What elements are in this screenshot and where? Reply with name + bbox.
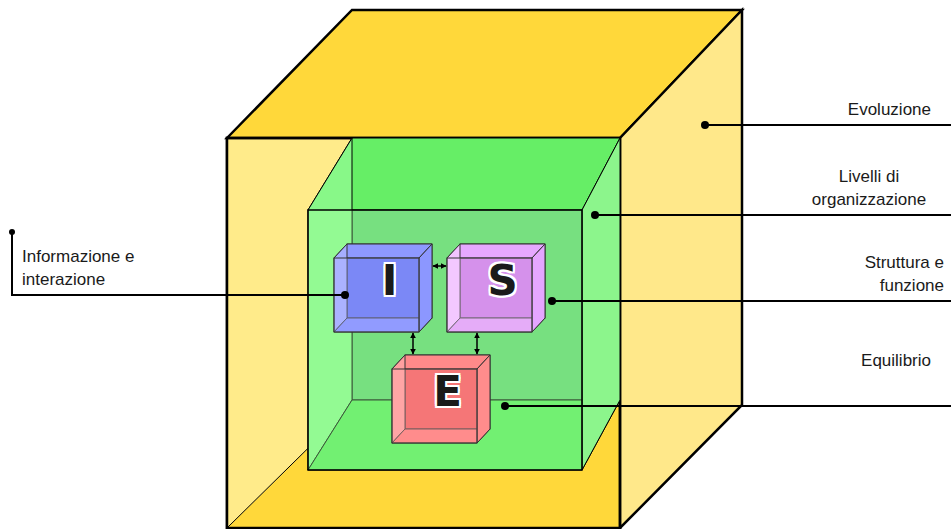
e-cube (392, 355, 490, 443)
leader-dots (9, 121, 709, 410)
s-cube (447, 244, 545, 332)
green-cube-right (582, 138, 620, 470)
s-cube-label-box: S (447, 244, 545, 332)
cube-letter: E (433, 371, 462, 413)
double-arrow (412, 333, 414, 354)
double-arrow (476, 333, 478, 354)
cube-letter: S (487, 260, 517, 302)
green-cube-top (308, 138, 620, 210)
callout-label: Struttura e funzione (834, 251, 944, 297)
leader-lines (12, 125, 951, 406)
green-cube-front (308, 210, 582, 470)
e-cube-label-box: E (392, 355, 490, 443)
callout-label: Equilibrio (801, 349, 931, 372)
cube-letter: I (382, 260, 398, 302)
yellow-cube-right (620, 10, 742, 528)
callout-label: Livelli di organizzazione (794, 165, 944, 211)
double-arrow (433, 265, 446, 267)
yellow-cube-front-edge (227, 138, 620, 528)
i-cube-label-box: I (334, 244, 432, 332)
i-cube (334, 244, 432, 332)
callout-label: Evoluzione (801, 98, 931, 121)
callout-label: Informazione e interazione (22, 245, 162, 291)
